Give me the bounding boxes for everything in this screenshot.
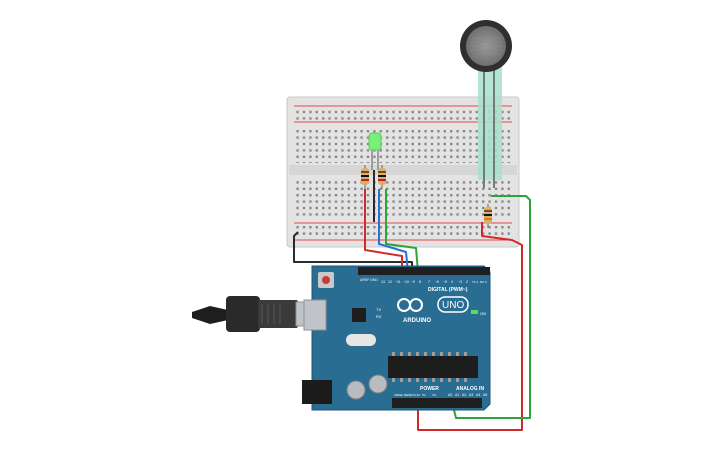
atmega-chip xyxy=(388,356,478,378)
usb-jack xyxy=(303,299,327,331)
pin-label: A5 xyxy=(483,393,487,397)
aref-label: AREF xyxy=(360,278,369,282)
on-led xyxy=(471,310,478,314)
pin-label: 7 xyxy=(428,280,430,284)
ioref-label: IOREF xyxy=(394,393,403,397)
center-trench xyxy=(289,165,517,175)
pin-label: ~9 xyxy=(411,280,415,284)
pin-label: RX 0 xyxy=(480,280,487,284)
wire-black-gnd[interactable] xyxy=(293,231,413,272)
arduino-logo xyxy=(397,296,469,313)
top-power-rail xyxy=(295,108,511,120)
force-sensor[interactable] xyxy=(460,20,512,188)
resistor-3[interactable] xyxy=(484,204,492,228)
wire-red-power-rail[interactable] xyxy=(417,222,523,431)
pin-label: 4 xyxy=(451,280,453,284)
pin-label: A3 xyxy=(469,393,473,397)
pin-label: A2 xyxy=(462,393,466,397)
gnd-label: GND xyxy=(370,278,378,282)
reset-pin-label: RESET xyxy=(404,393,414,397)
pin-label: ~6 xyxy=(435,280,439,284)
lower-terminal-strip xyxy=(295,178,511,218)
upper-terminal-strip xyxy=(295,130,511,163)
pin-label: A1 xyxy=(455,393,459,397)
board-brand: ARDUINO xyxy=(403,318,431,324)
pin-label: 2 xyxy=(466,280,468,284)
tx-label: TX xyxy=(376,307,381,312)
power-header-label: POWER xyxy=(420,386,439,392)
arduino-uno-board[interactable] xyxy=(302,265,491,411)
rx-label: RX xyxy=(376,314,382,319)
pin-label: 12 xyxy=(388,280,392,284)
sensor-lead-strip xyxy=(478,62,502,180)
breadboard xyxy=(286,96,520,248)
digital-pin-labels: 13 12 ~11 ~10 ~9 8 7 ~6 ~5 4 ~3 2 TX 1 R… xyxy=(381,280,487,284)
v33-label: 3.3V xyxy=(414,393,420,397)
wire-red-led[interactable] xyxy=(364,189,403,272)
resistor-1[interactable] xyxy=(361,165,369,189)
analog-header-label: ANALOG IN xyxy=(456,386,484,392)
digital-header-label: DIGITAL (PWM~) xyxy=(428,287,468,293)
pin-label: A4 xyxy=(476,393,480,397)
pin-label: A0 xyxy=(448,393,452,397)
board-model: UNO xyxy=(442,300,464,311)
wire-blue-led[interactable] xyxy=(378,189,409,273)
vin-label: Vin xyxy=(432,393,437,397)
pin-label: 13 xyxy=(381,280,385,284)
pin-label: ~10 xyxy=(403,280,409,284)
pin-label: ~3 xyxy=(458,280,462,284)
pin-label: 8 xyxy=(419,280,421,284)
analog-pin-labels: A0 A1 A2 A3 A4 A5 xyxy=(448,393,487,397)
v5-label: 5V xyxy=(422,393,426,397)
pin-label: ~11 xyxy=(395,280,401,284)
on-led-label: ON xyxy=(480,311,486,316)
digital-header xyxy=(358,267,490,275)
usb-cable[interactable] xyxy=(192,296,319,332)
barrel-jack xyxy=(302,380,332,404)
pin-label: TX 1 xyxy=(472,280,479,284)
green-led[interactable] xyxy=(368,132,382,170)
wire-green-sensor[interactable] xyxy=(453,195,531,419)
power-analog-header xyxy=(392,398,482,408)
pin-label: ~5 xyxy=(443,280,447,284)
resistor-2[interactable] xyxy=(378,165,386,189)
bottom-power-rail xyxy=(295,226,511,238)
wire-green-led[interactable] xyxy=(385,189,419,273)
